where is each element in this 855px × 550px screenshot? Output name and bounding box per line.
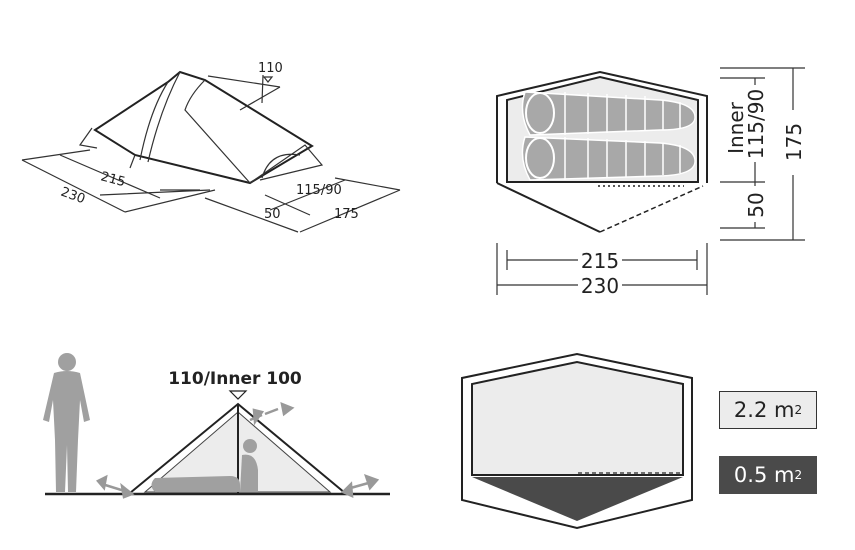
outer-width-label: 175 [782,123,806,161]
plan-view: 215 230 175 Inner 115/90 50 [496,67,806,298]
vestibule-label: 50 [264,207,281,222]
person-silhouette-icon [43,353,90,492]
sleeping-bag [521,136,696,181]
area-view [461,352,693,530]
vestibule-area-value: 0.5 m [733,463,795,487]
inner-area-value: 2.2 m [733,398,795,422]
height-label: 110/Inner 100 [168,369,302,389]
lying-person-icon [151,439,258,492]
inner-width-label: 115/90 [296,183,342,198]
outer-width-label: 175 [334,207,359,222]
outer-length-label: 230 [59,185,87,208]
ventilation-arrow-icon [96,401,380,499]
inner-area [471,360,684,476]
tent-outline [93,70,314,185]
side-view: 110/Inner 100 [43,353,390,499]
unit-exponent: 2 [794,468,803,482]
sleeping-bag [521,91,696,136]
inner-length-label: 215 [581,249,619,273]
outer-length-label: 230 [581,274,619,298]
vestibule-area [472,477,683,521]
vestibule-label: 50 [744,192,768,217]
perspective-view: 110 230 215 115/90 50 175 [21,61,401,233]
inner-length-label: 215 [99,169,127,190]
inner-width-label: 115/90 [744,89,768,159]
height-label: 110 [258,61,283,76]
flysheet-outline [496,70,708,183]
inner-label: Inner [724,101,748,154]
unit-exponent: 2 [794,403,803,417]
